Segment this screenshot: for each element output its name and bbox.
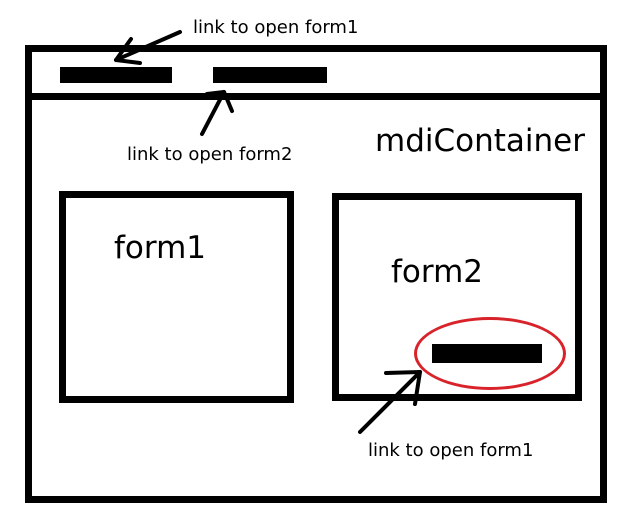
menu-link-open-form2[interactable] [213, 67, 327, 83]
form2-title: form2 [391, 254, 484, 290]
menu-bar-divider [25, 93, 607, 100]
child-form-form1 [59, 191, 294, 403]
mdi-container-window [25, 45, 607, 503]
highlight-ellipse [414, 317, 566, 390]
mdi-container-title: mdiContainer [375, 123, 585, 159]
annotation-top: link to open form1 [193, 17, 359, 38]
menu-link-open-form1[interactable] [60, 67, 172, 83]
annotation-middle: link to open form2 [127, 144, 293, 165]
form1-title: form1 [114, 230, 207, 266]
annotation-bottom: link to open form1 [368, 440, 534, 461]
